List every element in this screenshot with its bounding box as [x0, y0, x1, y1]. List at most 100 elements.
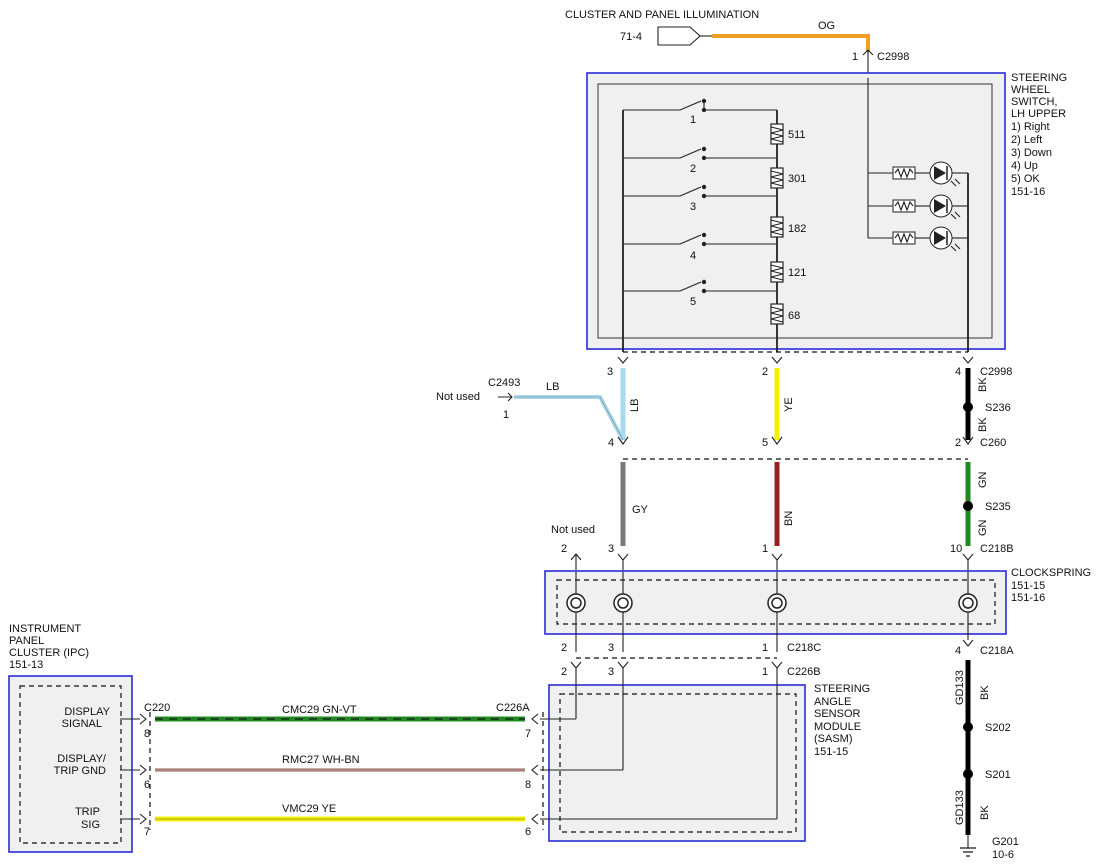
svg-text:5: 5	[690, 296, 696, 308]
illumination-connector-symbol	[657, 26, 701, 46]
ipc-label: INSTRUMENT PANEL CLUSTER (IPC) 151-13	[9, 623, 89, 671]
svg-text:SIGNAL: SIGNAL	[62, 718, 102, 730]
svg-text:GY: GY	[632, 504, 649, 516]
svg-text:2: 2	[955, 437, 961, 449]
svg-text:WHEEL: WHEEL	[1011, 84, 1050, 96]
svg-text:8: 8	[144, 728, 150, 740]
clockspring-inner	[556, 579, 996, 625]
sasm-inner	[559, 693, 797, 833]
svg-text:TRIP GND: TRIP GND	[54, 765, 106, 777]
coil-icon	[566, 593, 586, 613]
svg-text:1: 1	[762, 666, 768, 678]
svg-text:GN: GN	[977, 519, 989, 536]
svg-text:3: 3	[690, 201, 696, 213]
svg-text:S202: S202	[985, 722, 1011, 734]
svg-text:BK: BK	[979, 685, 991, 700]
svg-text:STEERING: STEERING	[1011, 72, 1067, 84]
svg-text:4: 4	[955, 645, 961, 657]
svg-text:1: 1	[503, 409, 509, 421]
svg-text:151-13: 151-13	[9, 659, 43, 671]
svg-text:(SASM): (SASM)	[814, 733, 853, 745]
ipc-display-gnd: DISPLAY/ TRIP GND	[54, 753, 107, 777]
svg-text:CLUSTER (IPC): CLUSTER (IPC)	[9, 647, 89, 659]
svg-text:6: 6	[525, 826, 531, 838]
svg-text:BK: BK	[979, 805, 991, 820]
svg-text:ANGLE: ANGLE	[814, 696, 851, 708]
svg-text:7: 7	[525, 728, 531, 740]
svg-text:GD133: GD133	[954, 670, 966, 705]
svg-text:68: 68	[788, 310, 800, 322]
c218c-label: C218C	[787, 642, 821, 654]
svg-text:10: 10	[950, 543, 962, 555]
svg-text:GN: GN	[977, 471, 989, 488]
svg-text:4: 4	[690, 250, 696, 262]
c2998-label: C2998	[980, 366, 1012, 378]
svg-text:1) Right: 1) Right	[1011, 121, 1050, 133]
g201-label: G201	[992, 836, 1019, 848]
svg-text:2: 2	[561, 543, 567, 555]
svg-text:SENSOR: SENSOR	[814, 708, 861, 720]
ipc-inner	[19, 685, 122, 844]
c260-label: C260	[980, 437, 1006, 449]
svg-text:5) OK: 5) OK	[1011, 173, 1040, 185]
svg-text:STEERING: STEERING	[814, 683, 870, 695]
wire-rmc27-label: RMC27 WH-BN	[282, 754, 360, 766]
wire-lb-diag	[514, 395, 625, 441]
svg-text:S236: S236	[985, 402, 1011, 414]
svg-text:3: 3	[608, 642, 614, 654]
svg-text:2: 2	[561, 642, 567, 654]
svg-text:7: 7	[144, 826, 150, 838]
clockspring-label: CLOCKSPRING 151-15 151-16	[1011, 567, 1091, 604]
c2998-top-pin: 1	[852, 51, 858, 63]
splice-s202	[963, 722, 973, 732]
led-section	[867, 78, 969, 352]
wire-cmc29-label: CMC29 GN-VT	[282, 704, 357, 716]
sasm-label: STEERING ANGLE SENSOR MODULE (SASM) 151-…	[814, 683, 870, 758]
ipc-display-signal: DISPLAY SIGNAL	[62, 706, 111, 730]
svg-text:YE: YE	[783, 397, 795, 412]
wire-vmc29-label: VMC29 YE	[282, 803, 336, 815]
svg-text:182: 182	[788, 223, 806, 235]
svg-text:DISPLAY: DISPLAY	[64, 706, 110, 718]
svg-text:2: 2	[690, 163, 696, 175]
svg-text:301: 301	[788, 173, 806, 185]
svg-text:151-16: 151-16	[1011, 186, 1045, 198]
svg-text:GD133: GD133	[954, 790, 966, 825]
ground-icon	[960, 835, 976, 857]
svg-text:151-15: 151-15	[814, 746, 848, 758]
switch-row-1: 1	[623, 98, 777, 126]
svg-text:S201: S201	[985, 769, 1011, 781]
illumination-title: CLUSTER AND PANEL ILLUMINATION	[565, 9, 759, 21]
svg-text:3) Down: 3) Down	[1011, 147, 1052, 159]
svg-text:TRIP: TRIP	[75, 806, 100, 818]
svg-text:511: 511	[788, 129, 806, 141]
c226b-label: C226B	[787, 666, 821, 678]
svg-text:2) Left: 2) Left	[1011, 134, 1042, 146]
c218a-label: C218A	[980, 645, 1014, 657]
svg-text:1: 1	[762, 642, 768, 654]
steering-wheel-switch-inner	[597, 83, 993, 339]
svg-text:S235: S235	[985, 501, 1011, 513]
c218b-label: C218B	[980, 543, 1014, 555]
ipc-box	[8, 675, 133, 853]
svg-text:2: 2	[762, 366, 768, 378]
splice-s236	[963, 402, 973, 412]
not-used-label-1: Not used	[436, 391, 480, 403]
not-used-label-2: Not used	[551, 524, 595, 536]
switch-row-3: 3	[623, 184, 777, 213]
wire-og	[712, 34, 870, 52]
svg-text:151-15: 151-15	[1011, 580, 1045, 592]
led-3-icon	[929, 226, 961, 252]
switch-row-4: 4	[623, 232, 777, 262]
svg-text:CLOCKSPRING: CLOCKSPRING	[1011, 567, 1091, 579]
svg-text:1: 1	[690, 114, 696, 126]
c226a-label: C226A	[496, 702, 530, 714]
illumination-ref: 71-4	[620, 31, 642, 43]
splice-s201	[963, 769, 973, 779]
svg-text:LH UPPER: LH UPPER	[1011, 108, 1066, 120]
svg-text:BK: BK	[977, 417, 989, 432]
svg-text:6: 6	[144, 779, 150, 791]
wire-og-label: OG	[818, 20, 835, 32]
svg-text:2: 2	[561, 666, 567, 678]
